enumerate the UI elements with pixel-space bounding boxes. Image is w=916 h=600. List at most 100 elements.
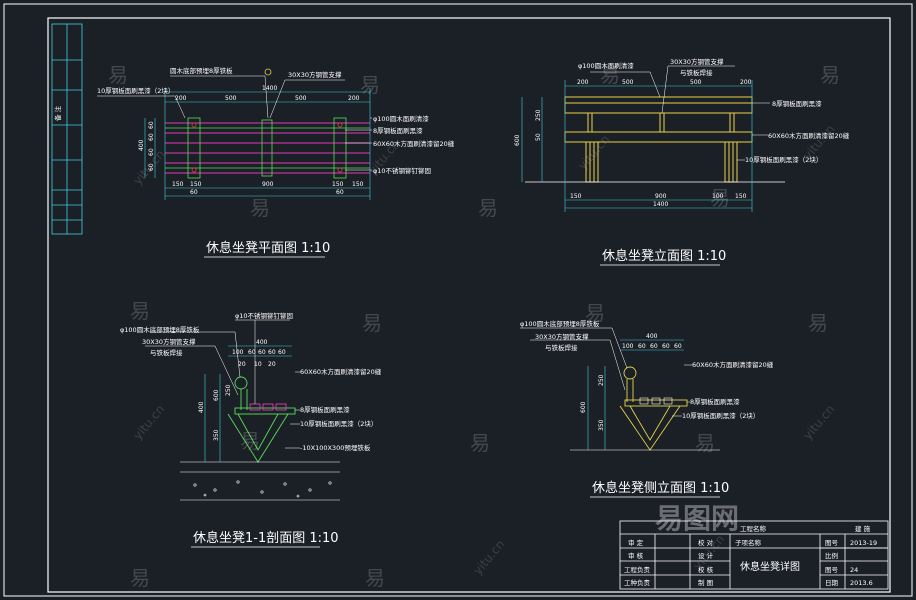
watermark-glyph: 易 bbox=[250, 196, 270, 220]
elev-dim-left-0: 600 bbox=[514, 134, 521, 146]
plan-dim-top-0: 1400 bbox=[262, 85, 277, 92]
section-ground bbox=[180, 461, 340, 501]
watermark-glyph: 易 bbox=[820, 63, 840, 87]
side-dim-left-0: 600 bbox=[580, 401, 587, 413]
plan-note-3: φ100圆木面刷清漆 bbox=[373, 114, 429, 123]
plan-note-2: 30X30方钢管支撑 bbox=[288, 70, 342, 79]
inner-frame bbox=[47, 17, 891, 593]
side-note-4: 8厚钢板面刷黑漆 bbox=[690, 397, 740, 406]
side-note-5: 10厚钢板面刷黑漆（2块） bbox=[682, 411, 759, 420]
section-dim-top-7: 10 bbox=[254, 361, 262, 368]
watermark-glyph: 易 bbox=[130, 299, 150, 323]
watermark-glyph: 易 bbox=[362, 311, 382, 335]
elev-dim-bottom-2: 100 bbox=[712, 193, 724, 200]
watermark-glyph: 易 bbox=[478, 196, 498, 220]
tb-row-mid-1: 设 计 bbox=[698, 551, 714, 560]
side-structure bbox=[619, 366, 688, 451]
side-dim-left-1: 250 bbox=[598, 374, 605, 386]
tb-right-value-3: 2013.6 bbox=[850, 579, 873, 587]
elev-dim-left-1: 250 bbox=[535, 109, 542, 121]
watermark-glyph: 易 bbox=[108, 63, 128, 87]
plan-dim-bottom-3: 150 bbox=[332, 181, 344, 188]
section-dim-left-1: 600 bbox=[213, 389, 220, 401]
watermark-url: yitu.cn bbox=[800, 402, 837, 442]
elev-dim-top-0: 200 bbox=[577, 79, 589, 86]
elevation-view bbox=[521, 65, 785, 212]
section-dim-top-4: 60 bbox=[268, 349, 276, 356]
elev-note-0: φ100圆木面刷清漆 bbox=[578, 61, 634, 70]
tb-sub-label: 子项名称 bbox=[735, 538, 762, 547]
tb-row-left-3: 工种负责 bbox=[624, 578, 651, 587]
watermark-url: yitu.cn bbox=[130, 402, 167, 442]
tb-row-left-2: 工程负责 bbox=[624, 565, 651, 574]
section-view bbox=[145, 319, 340, 501]
section-dim-top-2: 60 bbox=[248, 349, 256, 356]
left-strip bbox=[51, 23, 83, 235]
section-note-1: φ100圆木底部预埋8厚铁板 bbox=[120, 325, 200, 334]
section-note-2: 30X30方钢管支撑 bbox=[142, 337, 196, 346]
watermark-glyph: 易 bbox=[585, 301, 605, 325]
side-dim-top-4: 60 bbox=[662, 343, 670, 350]
watermark-glyph: 易 bbox=[130, 566, 150, 590]
elevation-title: 休息坐凳立面图 1:10 bbox=[602, 248, 726, 264]
section-dim-top-0: 400 bbox=[256, 339, 268, 346]
section-dim-left-0: 400 bbox=[198, 401, 205, 413]
section-title: 休息坐凳1-1剖面图 1:10 bbox=[193, 530, 339, 546]
side-note-1: 30X30方钢管支撑 bbox=[535, 332, 589, 341]
plan-dim-tick-0: 60 bbox=[190, 189, 198, 196]
side-title: 休息坐凳侧立面图 1:10 bbox=[592, 480, 729, 496]
watermark-glyph: 易 bbox=[470, 431, 490, 455]
plan-note-5: 60X60木方面刷清漆留20缝 bbox=[373, 139, 455, 148]
section-dim-top-8: 20 bbox=[268, 361, 276, 368]
left-strip-label: 备 注 bbox=[53, 105, 62, 121]
elev-dim-bottom-0: 150 bbox=[570, 193, 582, 200]
elevation-structure bbox=[564, 96, 753, 183]
elev-dim-top-2: 500 bbox=[690, 79, 702, 86]
plan-view bbox=[97, 68, 372, 200]
tb-row-mid-2: 校 核 bbox=[698, 565, 714, 574]
side-view bbox=[520, 327, 720, 451]
tb-right-label-1: 比例 bbox=[825, 551, 838, 560]
section-dim-top-3: 60 bbox=[258, 349, 266, 356]
section-structure bbox=[227, 376, 296, 463]
plan-dimension-lines bbox=[144, 88, 371, 200]
tb-row-mid-3: 制 图 bbox=[698, 578, 713, 587]
plan-leaders bbox=[97, 75, 372, 171]
tb-right-label-2: 图号 bbox=[825, 566, 839, 574]
side-dim-top-3: 60 bbox=[650, 343, 658, 350]
side-dim-top-2: 60 bbox=[638, 343, 646, 350]
section-boards bbox=[249, 403, 287, 411]
plan-dim-left-0: 400 bbox=[138, 139, 145, 151]
side-dim-top-0: 400 bbox=[646, 333, 658, 340]
plan-dim-tick-1: 60 bbox=[336, 189, 344, 196]
elev-note-5: 10厚钢板面刷黑漆（2块） bbox=[745, 155, 822, 164]
elev-dim-top-1: 500 bbox=[622, 79, 634, 86]
elev-dim-top-3: 200 bbox=[740, 79, 752, 86]
section-note-3: 与铁板焊接 bbox=[150, 348, 183, 357]
tb-extra-0: 建 施 bbox=[855, 524, 871, 533]
plan-note-0: 圆木底部预埋8厚铁板 bbox=[170, 66, 233, 75]
plan-dim-top-2: 500 bbox=[225, 95, 237, 102]
tb-row-left-1: 审 核 bbox=[628, 551, 644, 560]
watermark-glyph: 易 bbox=[600, 63, 620, 87]
plan-boards bbox=[165, 122, 370, 174]
section-dim-left-3: 250 bbox=[225, 384, 232, 396]
watermark-glyph: 易 bbox=[808, 311, 828, 335]
watermark-logo: 易图网 bbox=[655, 502, 739, 535]
elev-dim-left-2: 50 bbox=[535, 133, 542, 141]
elev-note-2: 与铁板焊接 bbox=[680, 68, 713, 77]
tb-drawing-title: 休息坐凳详图 bbox=[740, 560, 800, 573]
section-dim-top-1: 100 bbox=[232, 349, 244, 356]
tb-right-value-0: 2013-19 bbox=[850, 539, 877, 547]
plan-note-4: 8厚钢板面刷黑漆 bbox=[373, 126, 423, 135]
section-note-7: -10X100X300预埋铁板 bbox=[300, 443, 371, 452]
section-dim-left-2: 350 bbox=[213, 429, 220, 441]
plan-title: 休息坐凳平面图 1:10 bbox=[206, 240, 330, 256]
plan-dim-left-3: 60 bbox=[148, 148, 155, 156]
side-note-0: φ100圆木底部预埋8厚铁板 bbox=[520, 319, 600, 328]
watermark-glyph: 易 bbox=[360, 73, 380, 97]
elev-note-1: 30X30方钢管支撑 bbox=[670, 57, 724, 66]
side-note-2: 与铁板焊接 bbox=[545, 343, 578, 352]
